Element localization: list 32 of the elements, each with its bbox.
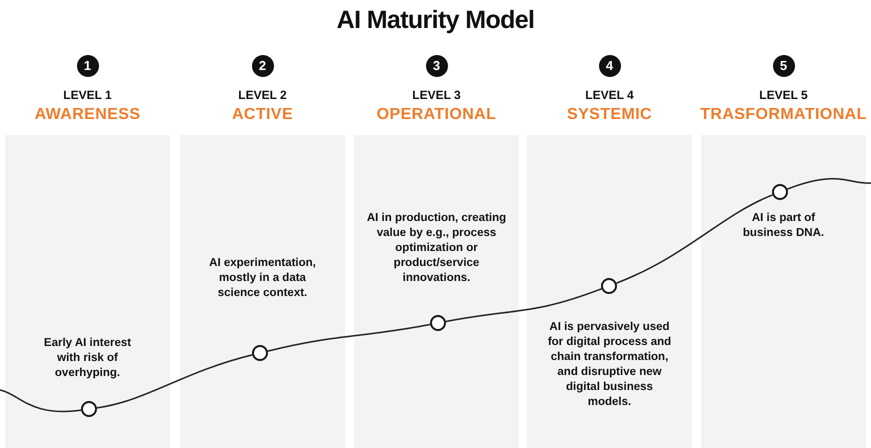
level-label: LEVEL 2 <box>237 87 288 104</box>
maturity-curve <box>96 354 252 409</box>
maturity-curve <box>0 389 82 412</box>
level-label: LEVEL 3 <box>411 87 462 104</box>
level-description: AI is pervasively used for digital process and chain transformation, and disruptive new digital business models. <box>546 320 672 410</box>
step-number-badge: 3 <box>426 55 448 77</box>
level-name: TRASFORMATIONAL <box>699 105 868 125</box>
level-description: Early AI interest with risk of overhyping. <box>42 336 132 381</box>
level-label: LEVEL 5 <box>758 87 809 104</box>
level-name: SYSTEMIC <box>566 105 653 125</box>
step-number-badge: 1 <box>76 55 98 77</box>
level-description: AI is part of business DNA. <box>742 211 826 241</box>
level-label: LEVEL 4 <box>584 87 635 104</box>
step-number-badge: 5 <box>772 55 794 77</box>
level-panel <box>701 135 866 448</box>
level-name: OPERATIONAL <box>376 105 498 125</box>
maturity-curve <box>616 194 773 284</box>
level-description: AI experimentation, mostly in a data science context. <box>208 256 317 301</box>
maturity-curve <box>787 178 871 190</box>
level-panel <box>527 135 692 448</box>
maturity-curve <box>446 288 602 322</box>
level-name: AWARENESS <box>34 105 142 125</box>
level-description: AI in production, creating value by e.g., process optimization or product/service innovations. <box>366 211 506 286</box>
maturity-curve <box>268 324 430 352</box>
level-panel <box>180 135 345 448</box>
diagram-title: AI Maturity Model <box>336 5 534 36</box>
level-name: ACTIVE <box>230 105 294 125</box>
step-number-badge: 2 <box>252 55 274 77</box>
level-panel <box>354 135 519 448</box>
level-panel <box>5 135 170 448</box>
level-label: LEVEL 1 <box>62 87 113 104</box>
step-number-badge: 4 <box>598 55 620 77</box>
